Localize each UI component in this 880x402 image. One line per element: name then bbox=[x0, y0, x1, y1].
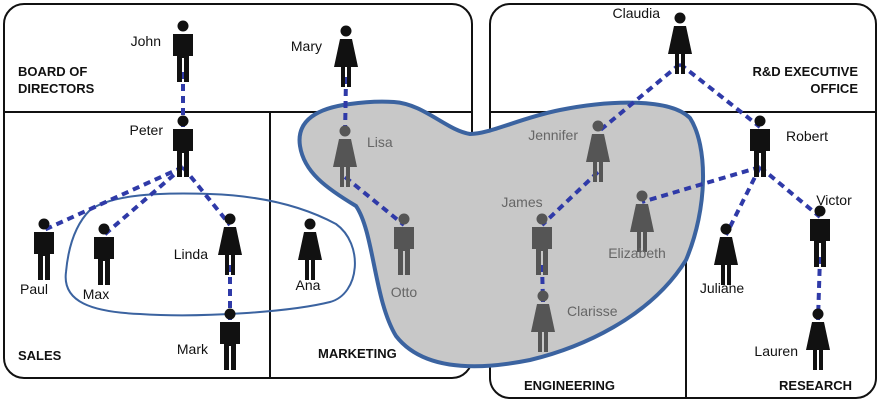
woman-icon bbox=[334, 25, 358, 87]
link-robert-victor bbox=[758, 165, 822, 219]
person-lauren: Lauren bbox=[754, 308, 830, 370]
person-name: John bbox=[131, 33, 161, 49]
person-name: Claudia bbox=[613, 5, 661, 21]
person-name: James bbox=[501, 194, 542, 210]
person-mary: Mary bbox=[291, 25, 358, 87]
link-lisa-otto bbox=[343, 175, 406, 227]
person-linda: Linda bbox=[174, 213, 242, 275]
dept-label-marketing: MARKETING bbox=[318, 346, 397, 361]
link-robert-elizabeth bbox=[641, 165, 761, 204]
person-name: Ana bbox=[296, 277, 321, 293]
man-icon bbox=[532, 213, 552, 275]
man-icon bbox=[750, 115, 770, 177]
person-ana: Ana bbox=[296, 218, 322, 293]
person-name: Otto bbox=[391, 284, 418, 300]
person-name: Jennifer bbox=[528, 127, 578, 143]
person-juliane: Juliane bbox=[700, 223, 745, 296]
dept-label-board-line1: BOARD OF bbox=[18, 64, 87, 79]
woman-icon bbox=[218, 213, 242, 275]
reporting-links bbox=[43, 62, 822, 321]
person-name: Max bbox=[83, 286, 109, 302]
person-robert: Robert bbox=[750, 115, 828, 177]
woman-icon bbox=[333, 125, 357, 187]
sales-marketing-group-outline bbox=[64, 192, 356, 317]
person-john: John bbox=[131, 20, 193, 82]
person-claudia: Claudia bbox=[613, 5, 692, 74]
person-peter: Peter bbox=[130, 115, 193, 177]
person-name: Linda bbox=[174, 246, 208, 262]
man-icon bbox=[173, 115, 193, 177]
woman-icon bbox=[298, 218, 322, 280]
person-name: Juliane bbox=[700, 280, 745, 296]
person-otto: Otto bbox=[391, 213, 418, 300]
woman-icon bbox=[714, 223, 738, 285]
person-james: James bbox=[501, 194, 552, 275]
person-name: Lisa bbox=[367, 134, 393, 150]
man-icon bbox=[173, 20, 193, 82]
link-claudia-jennifer bbox=[596, 62, 682, 134]
person-mark: Mark bbox=[177, 308, 240, 370]
woman-icon bbox=[531, 290, 555, 352]
person-name: Lauren bbox=[754, 343, 798, 359]
person-victor: Victor bbox=[810, 192, 852, 267]
person-name: Clarisse bbox=[567, 303, 618, 319]
person-name: Robert bbox=[786, 128, 828, 144]
woman-icon bbox=[668, 12, 692, 74]
person-lisa: Lisa bbox=[333, 125, 393, 187]
link-robert-juliane bbox=[724, 166, 762, 236]
dept-label-rd-line2: OFFICE bbox=[810, 81, 858, 96]
woman-icon bbox=[586, 120, 610, 182]
dept-label-board-line2: DIRECTORS bbox=[18, 81, 95, 96]
link-peter-max bbox=[102, 165, 185, 237]
man-icon bbox=[394, 213, 414, 275]
person-name: Mark bbox=[177, 341, 209, 357]
dept-label-sales: SALES bbox=[18, 348, 62, 363]
person-clarisse: Clarisse bbox=[531, 290, 618, 352]
link-peter-linda bbox=[181, 165, 232, 227]
man-icon bbox=[220, 308, 240, 370]
link-jennifer-james bbox=[540, 170, 600, 227]
dept-label-research: RESEARCH bbox=[779, 378, 852, 393]
person-name: Peter bbox=[130, 122, 164, 138]
person-name: Paul bbox=[20, 281, 48, 297]
dept-label-rd-line1: R&D EXECUTIVE bbox=[753, 64, 859, 79]
person-paul: Paul bbox=[20, 218, 54, 297]
person-name: Mary bbox=[291, 38, 322, 54]
woman-icon bbox=[806, 308, 830, 370]
person-jennifer: Jennifer bbox=[528, 120, 610, 182]
person-name: Elizabeth bbox=[608, 245, 666, 261]
woman-icon bbox=[630, 190, 654, 252]
man-icon bbox=[34, 218, 54, 280]
link-peter-paul bbox=[43, 165, 184, 232]
person-name: Victor bbox=[816, 192, 852, 208]
link-claudia-robert bbox=[678, 62, 762, 129]
man-icon bbox=[94, 223, 114, 285]
cross-department-group-area bbox=[297, 99, 706, 369]
person-elizabeth: Elizabeth bbox=[608, 190, 666, 261]
person-max: Max bbox=[83, 223, 114, 302]
dept-label-engineering: ENGINEERING bbox=[524, 378, 615, 393]
man-icon bbox=[810, 205, 830, 267]
